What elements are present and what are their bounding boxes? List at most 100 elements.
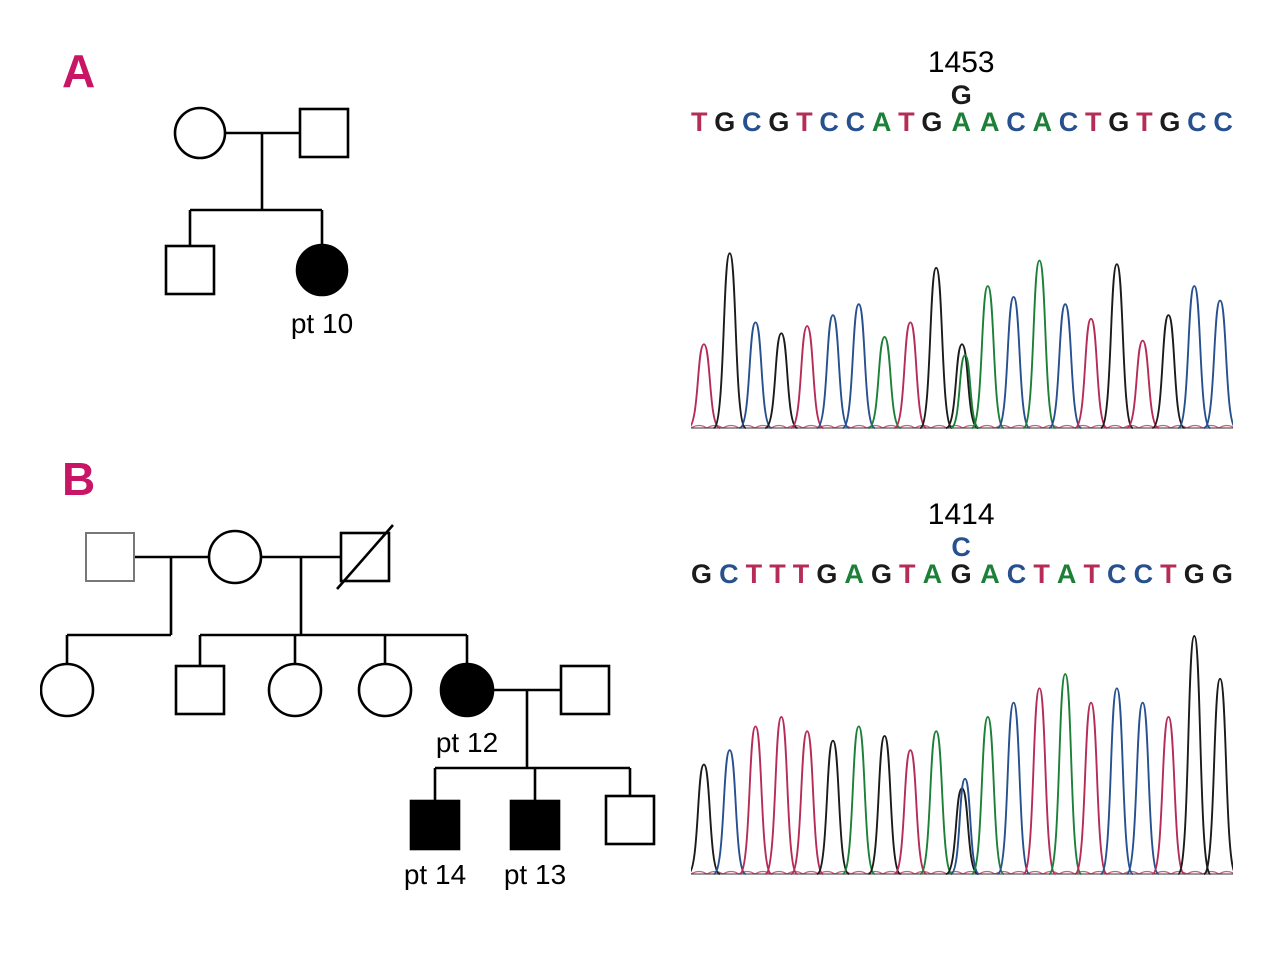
variant-bottom-base-a: A bbox=[951, 106, 971, 137]
trace-peak bbox=[996, 701, 1031, 875]
pedigree-b-lines bbox=[65, 555, 632, 801]
trace-peak bbox=[691, 343, 721, 429]
chromatogram-trace-a bbox=[691, 252, 1233, 429]
trace-peak bbox=[1022, 259, 1057, 429]
sequence-base: C bbox=[1107, 558, 1127, 589]
sequence-base: G bbox=[691, 558, 713, 589]
trace-peak bbox=[764, 332, 799, 429]
sequence-base: T bbox=[1033, 558, 1050, 589]
trace-peak bbox=[1074, 317, 1108, 429]
variant-top-base-b: C bbox=[951, 531, 971, 562]
variant-top-base-a: G bbox=[950, 79, 972, 110]
proband-pt12-symbol bbox=[439, 662, 495, 718]
sequence-base: T bbox=[1085, 106, 1102, 137]
sequence-base: G bbox=[870, 558, 892, 589]
panel-b-label: B bbox=[62, 453, 96, 505]
variant-position-b: 1414 bbox=[927, 497, 995, 531]
variant-stack-b: 1414 C G bbox=[928, 498, 995, 590]
trace-peak bbox=[1203, 299, 1233, 429]
trace-peak bbox=[1048, 673, 1083, 875]
sequence-base: C bbox=[845, 106, 866, 137]
trace-peak bbox=[1022, 687, 1057, 875]
mother-symbol bbox=[173, 106, 227, 160]
grandmother-symbol bbox=[207, 529, 263, 585]
son-pt14-symbol bbox=[409, 799, 461, 851]
sequence-base: T bbox=[769, 558, 786, 589]
sequence-base: T bbox=[899, 558, 916, 589]
trace-peak bbox=[816, 739, 850, 875]
trace-peak bbox=[1099, 263, 1134, 429]
sequence-base: C bbox=[1133, 558, 1154, 589]
trace-peak bbox=[970, 715, 1005, 875]
sequence-base: A bbox=[980, 558, 1000, 589]
trace-peak bbox=[841, 725, 876, 875]
sequence-base: G bbox=[1211, 558, 1233, 589]
sequence-base: T bbox=[1160, 558, 1177, 589]
son-pt13-label: pt 13 bbox=[504, 859, 566, 890]
trace-peak bbox=[1203, 677, 1233, 875]
sequence-base: G bbox=[816, 558, 838, 589]
trace-peak bbox=[867, 336, 902, 429]
trace-peak bbox=[949, 354, 981, 429]
sequence-base: C bbox=[1006, 558, 1027, 589]
sequence-base: A bbox=[922, 558, 943, 589]
trace-peak bbox=[738, 321, 773, 429]
sequence-base: T bbox=[1136, 106, 1153, 137]
trace-peak bbox=[1048, 303, 1083, 429]
grandfather1-symbol bbox=[85, 532, 135, 582]
trace-peak bbox=[712, 252, 747, 429]
son-pt14-label: pt 14 bbox=[404, 859, 466, 890]
trace-peak bbox=[867, 735, 902, 875]
sequence-base: G bbox=[1183, 558, 1205, 589]
trace-peak bbox=[970, 285, 1005, 429]
proband-pt10-label: pt 10 bbox=[291, 308, 353, 339]
trace-peak bbox=[1125, 701, 1160, 875]
trace-peak bbox=[790, 325, 825, 429]
sequence-base: C bbox=[1187, 106, 1207, 137]
brother-symbol bbox=[164, 244, 216, 296]
sequence-base: A bbox=[1056, 558, 1077, 589]
sequence-base: G bbox=[921, 106, 943, 137]
trace-peak bbox=[949, 777, 981, 875]
uncle-symbol bbox=[174, 664, 226, 716]
sequence-base: G bbox=[1159, 106, 1181, 137]
trace-peak bbox=[945, 343, 979, 429]
trace-peak bbox=[1074, 701, 1108, 875]
trace-peak bbox=[1099, 687, 1134, 875]
sequence-base: T bbox=[691, 106, 708, 137]
trace-peak bbox=[1151, 715, 1186, 875]
trace-peak bbox=[841, 303, 876, 429]
son-pt13-symbol bbox=[509, 799, 561, 851]
sequence-base: A bbox=[871, 106, 892, 137]
sequence-base: G bbox=[1108, 106, 1130, 137]
trace-peak bbox=[738, 725, 773, 875]
sequence-base: T bbox=[745, 558, 763, 589]
sequence-base: C bbox=[1213, 106, 1233, 137]
pedigree-a-lines bbox=[188, 131, 324, 246]
trace-peak bbox=[1177, 285, 1212, 429]
pedigree-a: pt 10 bbox=[164, 106, 353, 339]
variant-bottom-base-b: G bbox=[950, 558, 972, 589]
sequence-base: C bbox=[1058, 106, 1079, 137]
trace-peak bbox=[919, 730, 954, 875]
trace-peak bbox=[996, 296, 1031, 429]
aunt1-symbol bbox=[40, 662, 95, 718]
deceased-slash bbox=[336, 524, 394, 590]
proband-pt10-symbol bbox=[295, 243, 349, 297]
variant-position-a: 1453 bbox=[927, 45, 995, 79]
spouse-symbol bbox=[559, 664, 611, 716]
sequence-base: G bbox=[768, 106, 790, 137]
variant-stack-a: 1453 G A bbox=[928, 46, 995, 138]
sequence-base: G bbox=[714, 106, 736, 137]
trace-peak bbox=[816, 314, 850, 429]
sequence-base: T bbox=[898, 106, 915, 137]
sequence-base: A bbox=[979, 106, 1000, 137]
aunt3-symbol bbox=[357, 662, 413, 718]
trace-peak bbox=[919, 266, 954, 429]
trace-peak bbox=[1151, 314, 1186, 429]
